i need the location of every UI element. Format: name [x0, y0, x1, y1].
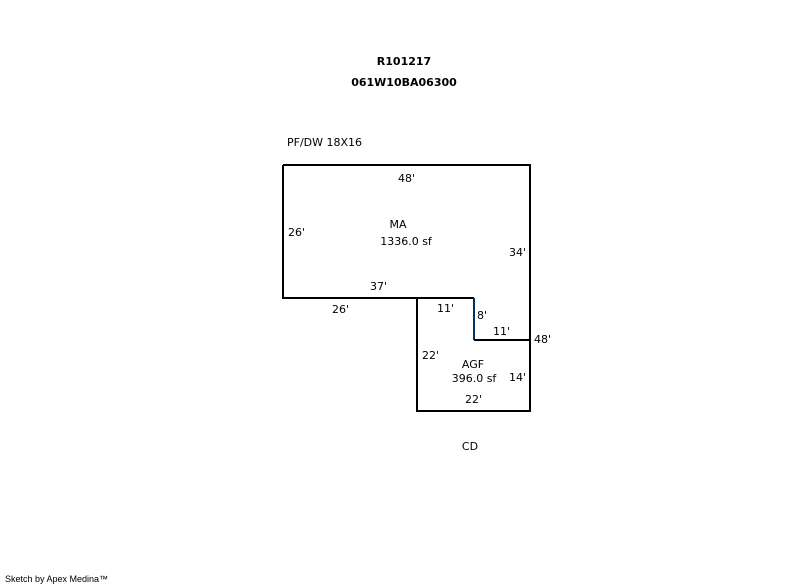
area-label-agf: AGF: [461, 358, 485, 371]
footer-credit: Sketch by Apex Medina™: [5, 574, 109, 584]
dim-outer-right: 48': [534, 333, 552, 346]
dim-agf-right: 14': [509, 371, 527, 384]
dim-agf-top: 11': [437, 302, 455, 315]
dim-agf-left: 22': [422, 349, 440, 362]
ma-outline: [282, 164, 531, 412]
area-label-ma: MA: [389, 218, 407, 231]
dim-agf-bottom: 22': [465, 393, 483, 406]
cd-label: CD: [461, 440, 479, 453]
dim-agf-notch-vertical: 8': [477, 309, 488, 322]
dim-ma-left: 26': [288, 226, 306, 239]
dim-ma-bottom-left: 26': [332, 303, 350, 316]
dim-ma-bottom-inner: 37': [370, 280, 388, 293]
dim-ma-top: 48': [398, 172, 416, 185]
area-size-ma: 1336.0 sf: [380, 235, 432, 248]
dim-ma-right: 34': [509, 246, 527, 259]
dim-agf-notch-horizontal: 11': [493, 325, 511, 338]
pf-dw-note: PF/DW 18X16: [287, 136, 363, 149]
area-size-agf: 396.0 sf: [451, 372, 497, 385]
parcel-id: R101217: [376, 55, 432, 68]
map-number: 061W10BA06300: [351, 76, 457, 89]
